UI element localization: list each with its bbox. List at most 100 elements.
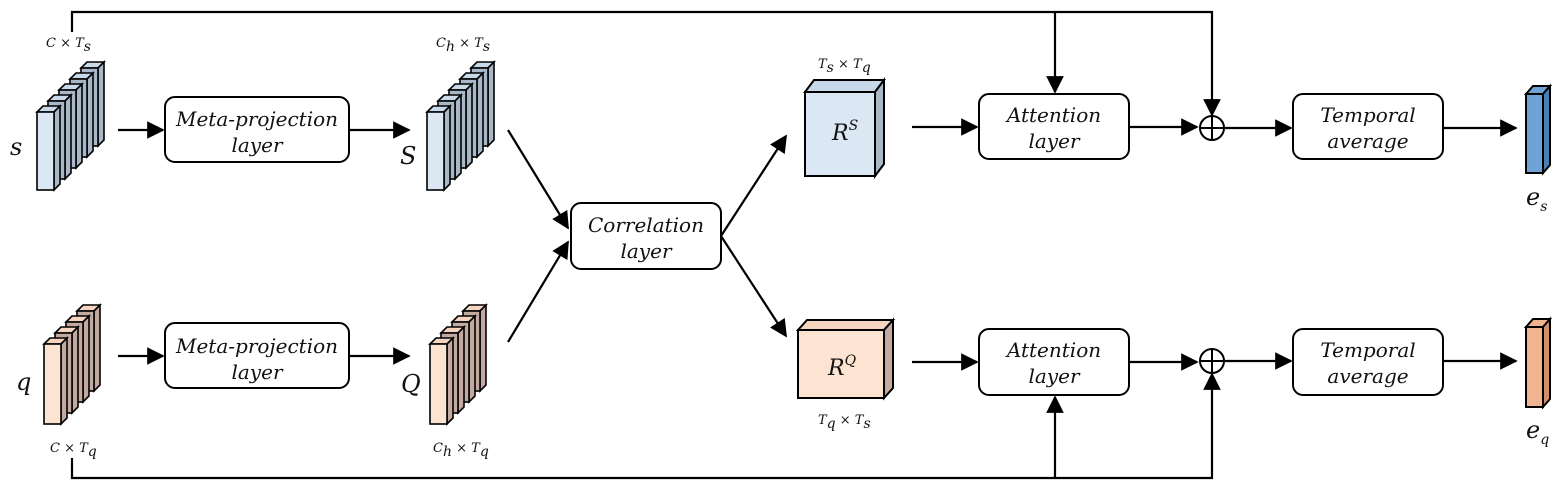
rs-base: R — [831, 121, 849, 146]
stack-slice-side — [446, 336, 454, 426]
eq-base: e — [1526, 416, 1540, 444]
stack-slice-side — [93, 303, 101, 393]
temporal-average-box-support: Temporal average — [1292, 93, 1444, 160]
dim-mid: × T — [834, 57, 863, 72]
dim-a: T — [818, 413, 828, 428]
stack-slice-side — [468, 314, 476, 404]
dim-sub: h — [443, 444, 452, 460]
stack-slice-side — [60, 336, 68, 426]
dim-sub: s — [84, 39, 91, 55]
support-correlation-dim-label: Ts × Tq — [818, 57, 871, 76]
stack-slice-side — [457, 325, 465, 415]
meta-projection-label-2: layer — [231, 133, 283, 157]
support-sum-node-icon — [1199, 115, 1225, 141]
query-skip-connection — [70, 372, 1221, 480]
support-input-dim-label: C × Ts — [46, 36, 91, 55]
dim-sub: q — [862, 60, 871, 76]
stack-slice-side — [465, 82, 473, 170]
attention-layer-box-query: Attention layer — [978, 328, 1130, 396]
meta-projection-box-support: Meta-projection layer — [164, 96, 350, 163]
meta-projection-label-1: Meta-projection — [175, 107, 338, 131]
support-projected-feature-stack — [425, 60, 496, 192]
query-input-symbol: q — [16, 368, 31, 396]
stack-slice-front — [36, 111, 55, 191]
query-projected-symbol: Q — [401, 370, 421, 398]
support-correlation-map-symbol: RS — [831, 118, 858, 146]
rq-sup: Q — [845, 353, 857, 369]
correlation-layer-box: Correlation layer — [570, 202, 722, 270]
stack-slice — [425, 104, 452, 192]
dim-c: C × T — [50, 441, 89, 456]
stack-slice — [428, 336, 455, 426]
dim-sub: h — [446, 39, 455, 55]
dim-sub: s — [483, 39, 490, 55]
dim-c: C × T — [46, 36, 85, 51]
meta-projection-box-query: Meta-projection layer — [164, 322, 350, 389]
rs-sup: S — [849, 118, 859, 134]
support-output-symbol: es — [1526, 183, 1547, 215]
temporal-label-1: Temporal — [1320, 103, 1415, 127]
temporal-average-box-query: Temporal average — [1292, 328, 1444, 396]
stack-slice-side — [454, 93, 462, 181]
stack-slice-side — [86, 71, 94, 159]
meta-projection-label-2: layer — [231, 360, 283, 384]
correlation-label-2: layer — [620, 239, 672, 263]
arrow-S-to-correlation — [507, 129, 569, 230]
stack-slice-side — [75, 82, 83, 170]
dim-mid: × T — [452, 441, 481, 456]
support-input-feature-stack — [35, 60, 106, 192]
stack-slice-side — [443, 104, 451, 192]
support-projected-dim-label: Ch × Ts — [436, 36, 490, 55]
attention-layer-box-support: Attention layer — [978, 93, 1130, 160]
dim-mid: × T — [455, 36, 484, 51]
stack-slice-front — [43, 343, 62, 425]
attention-label-1: Attention — [1005, 338, 1101, 362]
arrow-Q-to-correlation — [507, 240, 569, 343]
dim-sub: q — [88, 444, 97, 460]
stack-slice-side — [82, 314, 90, 404]
support-correlation-map: RS — [803, 77, 886, 179]
support-input-symbol: s — [10, 133, 22, 161]
stack-slice-front — [429, 343, 448, 425]
query-correlation-map: RQ — [795, 317, 896, 401]
query-input-feature-stack — [42, 303, 102, 426]
stack-slice-side — [53, 104, 61, 192]
dim-sub: s — [863, 416, 870, 432]
arrow-correlation-to-RS — [720, 134, 787, 237]
dim-sub: q — [480, 444, 489, 460]
dim-a: T — [818, 57, 828, 72]
query-projected-feature-stack — [428, 303, 488, 426]
stack-slice-side — [97, 60, 105, 148]
query-projected-dim-label: Ch × Tq — [433, 441, 489, 460]
query-correlation-map-symbol: RQ — [827, 353, 857, 381]
query-correlation-dim-label: Tq × Ts — [818, 413, 871, 432]
temporal-label-2: average — [1327, 364, 1408, 388]
stack-slice-side — [479, 303, 487, 393]
temporal-label-1: Temporal — [1320, 338, 1415, 362]
stack-slice-side — [487, 60, 495, 148]
attention-label-2: layer — [1028, 129, 1080, 153]
support-projected-symbol: S — [400, 142, 416, 170]
es-base: e — [1526, 183, 1540, 211]
query-output-symbol: eq — [1526, 416, 1549, 448]
dim-mid: × T — [836, 413, 865, 428]
stack-slice — [35, 104, 62, 192]
stack-slice-front — [426, 111, 445, 191]
stack-slice-side — [476, 71, 484, 159]
eq-sub: q — [1540, 432, 1549, 448]
dim-sub: q — [827, 416, 836, 432]
correlation-label-1: Correlation — [588, 213, 704, 237]
es-sub: s — [1540, 199, 1547, 215]
rq-base: R — [827, 356, 845, 381]
support-skip-connection — [70, 10, 1221, 117]
dim-c: C — [436, 36, 446, 51]
support-output-embedding — [1523, 83, 1553, 176]
query-output-embedding — [1523, 316, 1553, 410]
stack-slice — [42, 336, 69, 426]
arrow-correlation-to-RQ — [720, 235, 787, 338]
attention-label-2: layer — [1028, 364, 1080, 388]
stack-slice-side — [71, 325, 79, 415]
temporal-label-2: average — [1327, 129, 1408, 153]
query-sum-node-icon — [1199, 348, 1225, 374]
